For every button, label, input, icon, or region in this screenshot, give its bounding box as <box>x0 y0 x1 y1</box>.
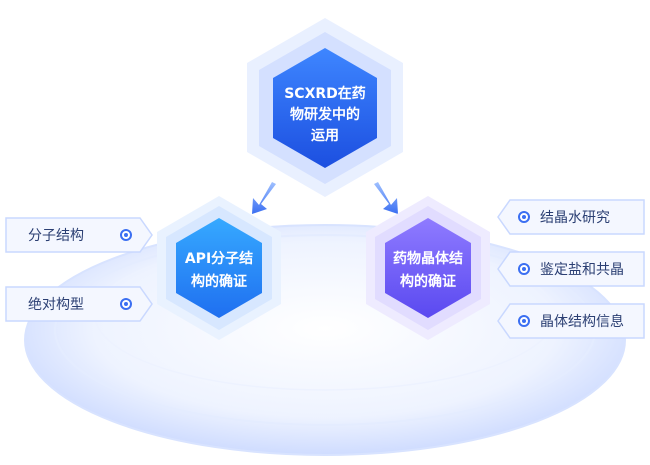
center-node-line3: 运用 <box>311 128 339 144</box>
bullet-dot-center <box>124 302 128 306</box>
right-tag-label: 晶体结构信息 <box>540 313 624 330</box>
center-node-line2: 物研发中的 <box>290 106 360 123</box>
bullet-dot-center <box>522 319 526 323</box>
left-tag-box <box>5 286 153 322</box>
left-tag-item: 分子结构 <box>5 217 153 253</box>
center-node-core <box>273 48 377 168</box>
bullet-dot-center <box>522 215 526 219</box>
right-tags: 结晶水研究 鉴定盐和共晶 晶体结构信息 <box>497 199 645 339</box>
arrow-right <box>374 182 398 214</box>
bullet-dot-center <box>522 267 526 271</box>
right-tag-item: 鉴定盐和共晶 <box>497 251 645 287</box>
left-node-line2: 构的确证 <box>191 273 247 290</box>
right-tag-item: 结晶水研究 <box>497 199 645 235</box>
right-node-line1: 药物晶体结 <box>393 250 463 267</box>
center-node-line1: SCXRD在药 <box>284 85 366 102</box>
right-tag-item: 晶体结构信息 <box>497 303 645 339</box>
left-tag-label: 分子结构 <box>28 228 84 244</box>
left-tags: 分子结构 绝对构型 <box>5 217 153 322</box>
right-tag-box <box>497 199 645 235</box>
connectors <box>252 182 398 214</box>
right-tag-label: 结晶水研究 <box>540 210 610 226</box>
left-tag-label: 绝对构型 <box>28 297 84 313</box>
right-node-line2: 构的确证 <box>400 273 456 290</box>
left-tag-box <box>5 217 153 253</box>
left-node-core <box>176 218 262 318</box>
center-node: SCXRD在药 物研发中的 运用 <box>247 18 403 197</box>
bullet-dot-center <box>124 233 128 237</box>
right-tag-label: 鉴定盐和共晶 <box>540 262 624 278</box>
right-tag-box <box>497 251 645 287</box>
left-node-line1: API分子结 <box>185 250 253 267</box>
left-node: API分子结 构的确证 <box>157 196 281 340</box>
right-tag-box <box>497 303 645 339</box>
right-node-core <box>385 218 471 318</box>
arrow-left <box>252 182 276 214</box>
right-node: 药物晶体结 构的确证 <box>366 196 490 340</box>
left-tag-item: 绝对构型 <box>5 286 153 322</box>
